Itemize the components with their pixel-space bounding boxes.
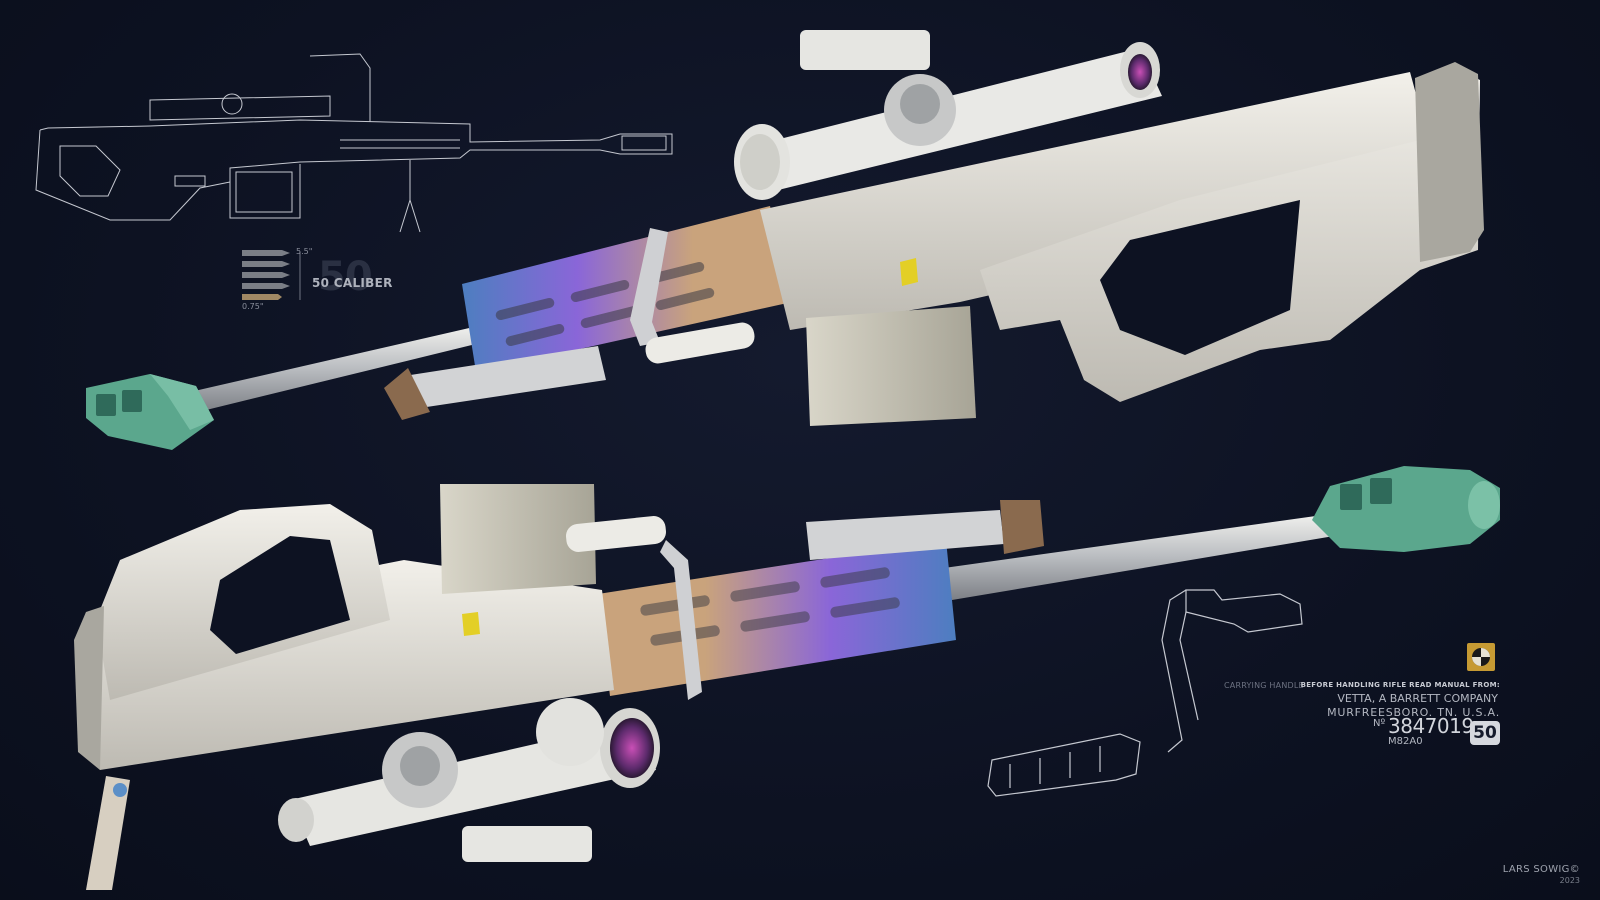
bottom-sling <box>86 776 130 890</box>
ammo-length-bottom: 0.75" <box>242 302 264 311</box>
ammo-caliber-label: 50 CALIBER <box>312 276 393 290</box>
top-butt-pad <box>1415 62 1484 262</box>
top-bipod <box>404 346 606 408</box>
carrying-handle-callout: CARRYING HANDLE <box>1224 681 1304 690</box>
bottom-scope <box>278 698 660 862</box>
top-barrel <box>190 326 484 412</box>
ammo-caliber-number: 50 <box>318 254 373 300</box>
bottom-carry-handle <box>660 540 702 700</box>
bottom-magazine <box>440 484 596 594</box>
ammo-cartridges <box>242 250 301 300</box>
top-rifle <box>86 30 1484 450</box>
top-magazine <box>806 306 976 426</box>
bottom-rifle <box>74 466 1500 890</box>
artist-credit: LARS SOWIG© <box>1502 864 1580 875</box>
bottom-butt-pad <box>74 606 104 770</box>
manufacturer-company: VETTA, A BARRETT COMPANY <box>1337 692 1498 705</box>
serial-number: 3847019 <box>1388 714 1474 738</box>
carrying-handle-drawing <box>987 589 1303 797</box>
top-scope <box>734 30 1162 200</box>
model-number: M82A0 <box>1388 736 1423 747</box>
company-logo-icon <box>1467 643 1495 671</box>
credit-year: 2023 <box>1559 876 1580 885</box>
manual-notice: BEFORE HANDLING RIFLE READ MANUAL FROM: <box>1300 681 1500 689</box>
bottom-muzzle-brake <box>1312 466 1500 552</box>
ammo-length-top: 5.5" <box>296 247 313 256</box>
bottom-bipod <box>806 510 1004 560</box>
blueprint-rifle <box>35 53 673 233</box>
manufacturer-city: MURFREESBORO. TN. U.S.A. <box>1327 706 1500 719</box>
top-carry-handle <box>630 228 668 346</box>
caliber-badge: 50 <box>1470 721 1500 745</box>
bottom-barrel <box>944 514 1334 600</box>
top-receiver <box>760 72 1440 330</box>
serial-prefix: Nº <box>1373 718 1386 729</box>
top-muzzle-brake <box>86 374 214 450</box>
